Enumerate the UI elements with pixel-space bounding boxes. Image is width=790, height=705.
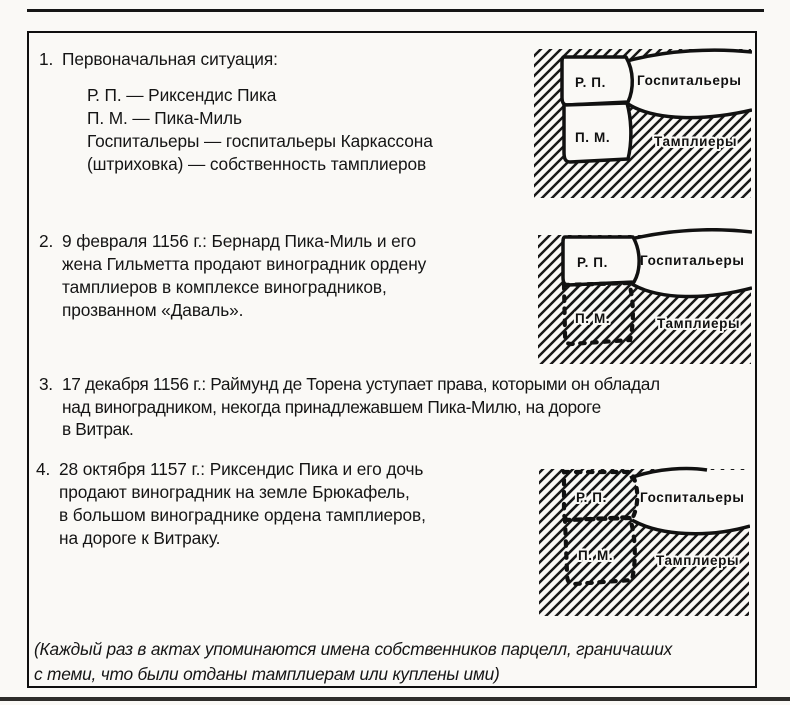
legend-line-rp: Р. П. — Риксендис Пика <box>87 85 277 105</box>
item-1: 1. Первоначальная ситуация: Р. П. — Рикс… <box>39 48 433 176</box>
boundary-top-curve <box>626 48 752 63</box>
page-top-rule <box>27 9 764 12</box>
item-2-line: тамплиеров в комплексе виноградников, <box>62 277 387 297</box>
item-4-line: 28 октября 1157 г.: Риксендис Пика и его… <box>59 459 424 479</box>
item-3-line: над виноградником, некогда принадлежавше… <box>62 396 601 417</box>
hospitallers-label: Госпитальеры <box>637 73 742 88</box>
item-4-line: продают виноградник на земле Брюкафель, <box>59 482 410 502</box>
item-2-line: жена Гильметта продают виноградник орден… <box>62 254 427 274</box>
parcel-pm-sold-dashed <box>561 280 635 347</box>
boundary-bottom-curve <box>627 102 752 120</box>
parcel-rp-label: Р. П. <box>575 75 606 90</box>
item-1-number: 1. <box>39 49 54 69</box>
item-3-line: 17 декабря 1156 г.: Раймунд де Торена ус… <box>62 374 660 394</box>
boundary-top-curve <box>629 466 708 480</box>
parcel-pm-label: П. М. <box>575 311 610 326</box>
legend-line-hatching: (штриховка) — собственность тамплиеров <box>87 154 427 174</box>
footer-note-line: с теми, что были отданы тамплиерам или к… <box>34 664 500 684</box>
parcel-rp-label: Р. П. <box>576 490 607 505</box>
item-2-line: прозванном «Даваль». <box>62 300 244 320</box>
parcel-pm-label: П. М. <box>578 548 613 563</box>
item-3-number: 3. <box>39 374 53 394</box>
hospitallers-label: Госпитальеры <box>640 253 745 268</box>
templars-label: Тамплиеры <box>657 316 740 331</box>
page-bottom-scan-edge <box>0 697 790 701</box>
hospitallers-area <box>627 50 752 118</box>
map-after-1156-sale: Р. П. П. М. Госпитальеры Тамплиеры <box>538 228 752 364</box>
item-4: 4. 28 октября 1157 г.: Риксендис Пика и … <box>36 458 426 550</box>
boundary-bottom-curve <box>631 518 750 536</box>
parcel-rp <box>560 55 634 107</box>
item-2-line: 9 февраля 1156 г.: Бернард Пика-Миль и е… <box>62 231 416 251</box>
item-2: 2. 9 февраля 1156 г.: Бернард Пика-Миль … <box>39 230 426 322</box>
footer-note-line: (Каждый раз в актах упоминаются имена со… <box>34 639 673 659</box>
templars-label: Тамплиеры <box>656 553 739 568</box>
item-4-number: 4. <box>36 459 51 479</box>
legend-line-hospitallers: Госпитальеры — госпитальеры Каркассона <box>87 131 433 151</box>
map-initial-situation: Р. П. П. М. Госпитальеры Тамплиеры <box>534 48 752 198</box>
legend-block: Р. П. — Риксендис Пика П. М. — Пика-Миль… <box>87 84 433 176</box>
templars-label: Тамплиеры <box>654 134 737 149</box>
item-4-line: в большом винограднике ордена тамплиеров… <box>59 505 426 525</box>
parcel-pm-label: П. М. <box>575 130 610 145</box>
footer-note: (Каждый раз в актах упоминаются имена со… <box>34 637 672 687</box>
map-after-1157-sale: Р. П. П. М. Госпитальеры Тамплиеры <box>539 466 750 616</box>
figure-border-box <box>27 31 757 688</box>
parcel-rp-label: Р. П. <box>577 255 608 270</box>
item-2-number: 2. <box>39 231 54 251</box>
parcel-pm <box>562 101 633 164</box>
item-1-heading: Первоначальная ситуация: <box>62 49 278 69</box>
boundary-top-curve <box>634 228 752 240</box>
item-3: 3. 17 декабря 1156 г.: Раймунд де Торена… <box>39 373 660 441</box>
item-3-line: в Витрак. <box>62 419 134 439</box>
boundary-bottom-curve <box>631 282 752 299</box>
hospitallers-area <box>630 468 750 534</box>
parcel-pm-sold-dashed <box>562 515 637 587</box>
hospitallers-area <box>632 229 752 297</box>
legend-line-pm: П. М. — Пика-Миль <box>87 108 242 128</box>
hospitallers-label: Госпитальеры <box>640 490 745 505</box>
item-4-line: на дороге к Витраку. <box>59 528 221 548</box>
